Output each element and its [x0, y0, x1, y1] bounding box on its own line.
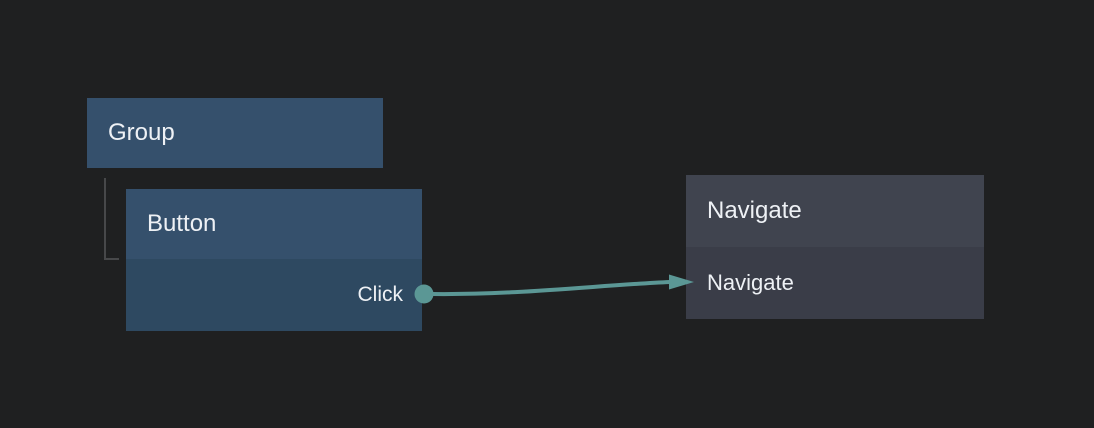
navigate-action-label: Navigate — [707, 270, 794, 295]
node-group-title: Group — [108, 119, 175, 146]
node-button[interactable]: Button Click — [126, 189, 422, 331]
node-group[interactable]: Group — [87, 98, 383, 168]
node-navigate-header[interactable]: Navigate — [686, 175, 984, 247]
node-navigate-action-row: Navigate — [686, 247, 984, 319]
node-button-output-row: Click — [126, 259, 422, 331]
node-button-header[interactable]: Button — [126, 189, 422, 259]
click-output-port[interactable] — [414, 284, 434, 304]
node-navigate[interactable]: Navigate Navigate — [686, 175, 984, 319]
click-output-port-label: Click — [357, 283, 404, 306]
hierarchy-connector-line — [104, 178, 119, 260]
node-navigate-title: Navigate — [707, 197, 802, 224]
connection-wire[interactable] — [430, 280, 672, 297]
node-button-title: Button — [147, 210, 217, 237]
